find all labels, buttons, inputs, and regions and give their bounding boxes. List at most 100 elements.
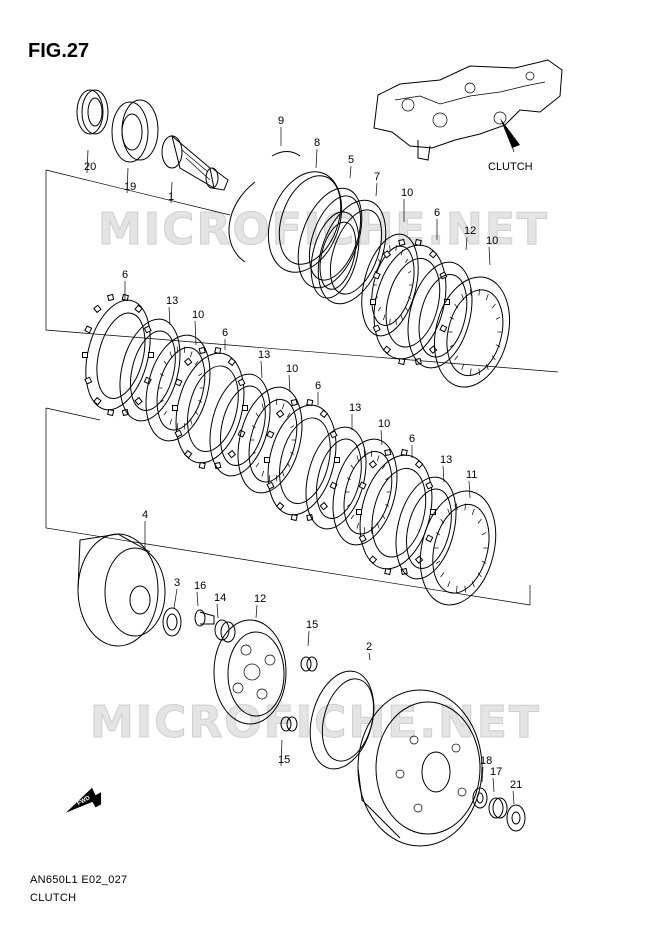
leader-c19	[126, 167, 129, 194]
clutch-sleeve-hub	[77, 533, 166, 647]
leader-c12b	[255, 604, 258, 619]
leader-c10d	[288, 374, 291, 393]
callout-c7: 7	[374, 171, 380, 183]
clutch-housing	[357, 689, 483, 847]
clutch-plate-13	[332, 438, 398, 546]
callout-c6e: 6	[409, 433, 415, 445]
callout-c12b: 12	[254, 593, 266, 605]
callout-c2: 2	[366, 641, 372, 653]
leader-c11	[468, 480, 471, 499]
callout-c5: 5	[348, 154, 354, 166]
callout-c13b: 13	[258, 349, 270, 361]
leader-c20	[86, 149, 89, 174]
clutch-plates	[82, 211, 510, 606]
callout-c17: 17	[490, 766, 502, 778]
callout-c13d: 13	[440, 454, 452, 466]
callouts: 1234566666789101010101011121213131313141…	[84, 115, 522, 791]
callout-c21: 21	[510, 779, 522, 791]
callout-c10b: 10	[486, 235, 498, 247]
damper-spring-b	[280, 716, 298, 732]
wire-ring	[228, 181, 256, 263]
callout-c10c: 10	[192, 309, 204, 321]
callout-c14: 14	[214, 592, 226, 604]
clutch-bolt	[194, 609, 215, 627]
leader-c13d	[442, 465, 445, 483]
clutch-plate-1	[361, 233, 419, 337]
callout-c16: 16	[194, 580, 206, 592]
damper-spring-a	[300, 656, 318, 672]
leader-c15b	[280, 739, 283, 767]
clutch-plate-3	[407, 261, 473, 369]
figure-name: CLUTCH	[30, 892, 77, 904]
callout-c19: 19	[124, 181, 136, 193]
callout-c6d: 6	[315, 380, 321, 392]
callout-c6a: 6	[434, 207, 440, 219]
callout-c10e: 10	[378, 418, 390, 430]
leader-c10e	[380, 429, 383, 446]
watermark-bottom: MICROFICHE.NET	[90, 697, 541, 748]
clutch-plate-14	[356, 448, 436, 576]
leader-c10c	[194, 320, 197, 346]
callout-c13c: 13	[349, 402, 361, 414]
clutch-locator-label: CLUTCH	[488, 161, 533, 173]
leader-c5	[349, 165, 352, 179]
callout-c15b: 15	[278, 754, 290, 766]
leader-c12a	[465, 236, 468, 251]
callout-c9: 9	[278, 115, 284, 127]
callout-c3: 3	[174, 577, 180, 589]
leader-c16	[196, 591, 199, 607]
leader-c18	[481, 766, 484, 783]
callout-c8: 8	[314, 137, 320, 149]
leader-c10b	[488, 246, 491, 266]
clutch-plate-9	[209, 373, 271, 477]
callout-c6c: 6	[222, 327, 228, 339]
callout-c12a: 12	[464, 225, 476, 237]
leader-c7	[375, 182, 378, 197]
clutch-plate-11	[264, 398, 340, 522]
clutch-plate-16	[419, 490, 497, 606]
plate-stack-frame-upper	[45, 169, 559, 373]
leader-c21	[512, 790, 515, 805]
pressure-plate	[213, 619, 287, 725]
clutch-plate-10	[237, 386, 303, 494]
clutch-plate-15	[395, 476, 457, 580]
callout-leaders	[86, 127, 515, 805]
housing-washer	[472, 787, 488, 809]
engine-locator	[373, 59, 563, 161]
plate-stack-frame-lower	[45, 407, 531, 606]
callout-c10a: 10	[401, 187, 413, 199]
callout-c1: 1	[168, 191, 174, 203]
leader-c1	[170, 181, 173, 204]
callout-c20: 20	[84, 161, 96, 173]
figure-title: FIG.27	[28, 40, 90, 62]
spring-ring	[267, 171, 343, 273]
callout-c18: 18	[480, 755, 492, 767]
primary-shaft	[161, 134, 229, 191]
clutch-plate-2	[370, 238, 450, 366]
clutch-plate-7	[145, 334, 211, 442]
leader-c14	[216, 603, 219, 619]
leader-c3	[173, 588, 178, 609]
one-way-clutch	[309, 670, 375, 770]
leader-c13a	[168, 306, 171, 326]
thrust-washer	[162, 607, 182, 637]
clutch-plate-17	[310, 211, 360, 299]
bearing	[111, 99, 159, 163]
clutch-plate-5	[82, 293, 154, 417]
needle-bearing	[488, 797, 508, 819]
oil-seal	[76, 89, 109, 135]
bushing	[506, 804, 526, 832]
callout-c10d: 10	[286, 363, 298, 375]
clutch-spring	[214, 619, 236, 643]
forward-arrow-icon: FWD	[65, 787, 102, 813]
clutch-plate-6	[119, 318, 181, 422]
callout-c6b: 6	[122, 269, 128, 281]
clutch-plate-8	[172, 346, 248, 470]
callout-c13a: 13	[166, 295, 178, 307]
leader-c8	[315, 148, 318, 169]
clutch-plate-4	[434, 276, 510, 388]
leader-c2	[368, 652, 371, 661]
figure-code: AN650L1 E02_027	[30, 874, 128, 886]
callout-c4: 4	[142, 509, 148, 521]
